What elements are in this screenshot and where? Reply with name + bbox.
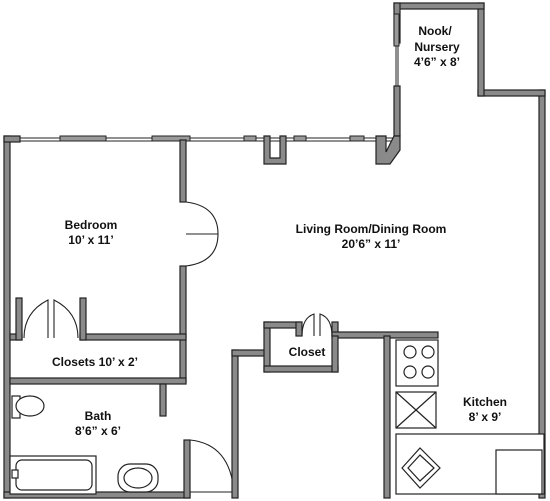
living-room-name: Living Room/Dining Room (296, 222, 447, 236)
kitchen-fixtures (395, 339, 545, 495)
kitchen-size: 8’ x 9’ (469, 410, 502, 424)
bath-size: 8’6” x 6’ (75, 424, 121, 438)
wall-bumps (263, 135, 401, 165)
closets-doors (23, 299, 79, 339)
sink-icon (401, 447, 441, 489)
bedroom-walls (9, 139, 187, 385)
bathtub-icon (9, 455, 97, 495)
living-room-size: 20’6” x 11’ (342, 237, 401, 251)
bedroom-name: Bedroom (65, 218, 118, 232)
dishwasher (495, 449, 543, 495)
nook-size: 4’6” x 8’ (414, 55, 460, 69)
top-windows (20, 135, 394, 142)
nook-name-line2: Nursery (414, 40, 460, 54)
bath-walls (159, 383, 235, 499)
central-walls (231, 313, 439, 499)
closet-label: Closet (289, 345, 326, 359)
closets-label: Closets 10’ x 2’ (52, 355, 138, 369)
bath-fixtures (9, 395, 159, 495)
bath-name: Bath (85, 409, 112, 423)
toilet-icon (11, 395, 45, 419)
nook-window (393, 13, 400, 86)
bath-sink-icon (117, 463, 159, 493)
kitchen-name: Kitchen (463, 395, 507, 409)
nook-name-line1: Nook/ (418, 24, 452, 38)
room-labels: Nook/ Nursery 4’6” x 8’ Living Room/Dini… (52, 24, 507, 438)
bedroom-door (185, 201, 219, 267)
bedroom-size: 10’ x 11’ (68, 233, 113, 247)
